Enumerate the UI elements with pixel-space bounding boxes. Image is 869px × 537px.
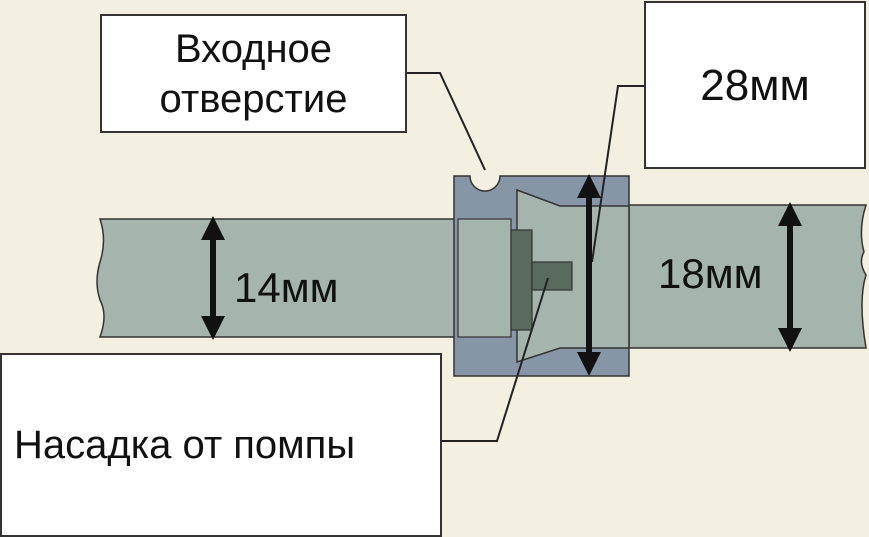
label-28mm-text: 28мм bbox=[700, 60, 810, 110]
label-pump-nozzle-text: Насадка от помпы bbox=[14, 423, 356, 467]
left-pipe-insert bbox=[457, 218, 512, 338]
dim-label-18mm: 18мм bbox=[658, 250, 763, 297]
label-pump-nozzle: Насадка от помпы bbox=[0, 353, 442, 537]
leader-nozzle bbox=[442, 277, 549, 442]
nozzle-flange bbox=[510, 229, 533, 331]
leader-inlet bbox=[407, 72, 486, 171]
nozzle-stub bbox=[531, 261, 573, 291]
left-pipe bbox=[96, 218, 459, 338]
right-pipe bbox=[619, 204, 868, 349]
dim-label-14mm: 14мм bbox=[234, 264, 339, 311]
coupling-cavity bbox=[516, 188, 630, 364]
label-inlet: Входное отверстие bbox=[100, 14, 407, 133]
label-inlet-text: Входное отверстие bbox=[159, 26, 348, 121]
label-28mm: 28мм bbox=[644, 1, 866, 169]
